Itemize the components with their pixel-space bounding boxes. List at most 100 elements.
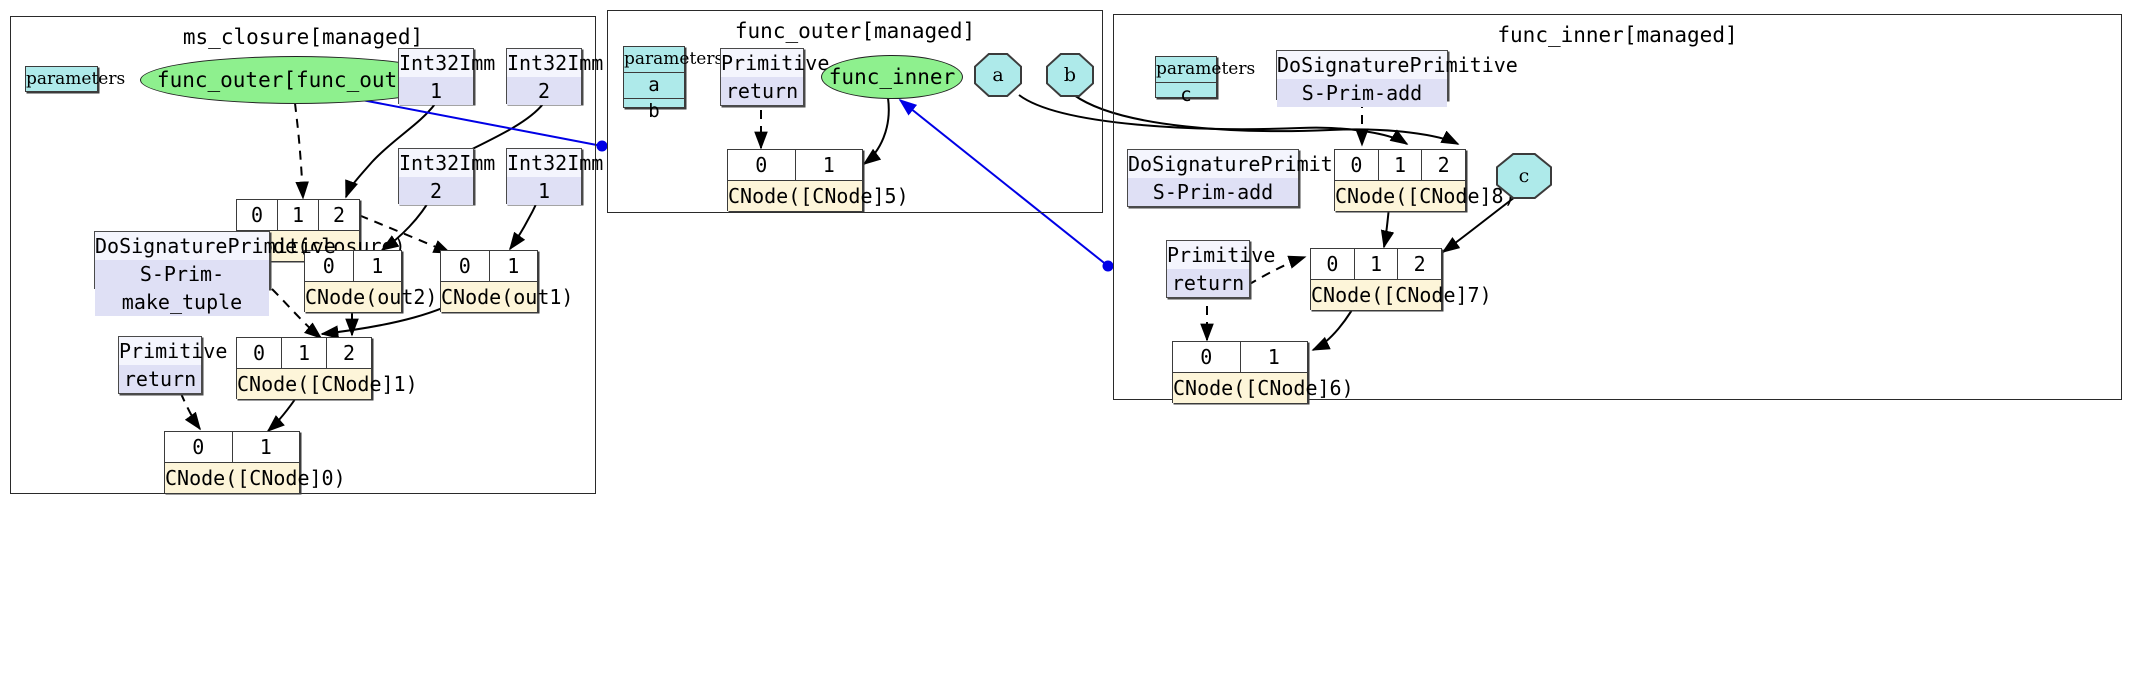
cnode-8-label: CNode([CNode]8)	[1335, 181, 1516, 211]
cnode-out1[interactable]: 0 1 CNode(out1)	[440, 250, 573, 312]
cnode-1-label: CNode([CNode]1)	[237, 369, 418, 399]
int32imm-2-value: 2	[507, 77, 581, 105]
do-signature-primitive-add-top[interactable]: DoSignaturePrimitive S-Prim-add	[1276, 50, 1518, 107]
port-1[interactable]: 1	[282, 338, 327, 368]
cnode-8-ports: 0 1 2	[1335, 150, 1466, 181]
port-2[interactable]: 2	[319, 200, 359, 230]
port-0[interactable]: 0	[237, 338, 282, 368]
cnode-5[interactable]: 0 1 CNode([CNode]5)	[727, 149, 909, 211]
port-2[interactable]: 2	[327, 338, 371, 368]
int32imm-node-1[interactable]: Int32Imm 1	[398, 48, 496, 105]
octagon-b-label: b	[1048, 55, 1092, 95]
parameter-c: c	[1180, 84, 1192, 106]
cnode-0-label: CNode([CNode]0)	[165, 463, 346, 493]
make-tuple-body: S-Prim-make_tuple	[95, 260, 269, 316]
parameters-header: parameters	[26, 69, 126, 89]
int32imm-node-3[interactable]: Int32Imm 2	[398, 148, 496, 205]
do-signature-primitive-add-left[interactable]: DoSignaturePrimitive S-Prim-add	[1127, 149, 1369, 207]
parameters-node-func-outer[interactable]: parameters a b	[623, 46, 723, 122]
primitive-return-body: return	[1167, 269, 1249, 297]
make-tuple-head: DoSignaturePrimitive	[95, 232, 336, 260]
cnode-0-ports: 0 1	[165, 432, 299, 463]
octagon-c-label: c	[1498, 155, 1550, 197]
port-1[interactable]: 1	[232, 432, 299, 462]
func-inner-ellipse-label: func_inner	[828, 65, 956, 89]
parameters-header: parameters	[1156, 57, 1255, 83]
primitive-return-head: Primitive	[721, 49, 830, 77]
port-1[interactable]: 1	[278, 200, 319, 230]
cnode-6-ports: 0 1	[1173, 342, 1307, 373]
octagon-param-c[interactable]: c	[1496, 153, 1552, 199]
primitive-return-body: return	[119, 365, 201, 393]
parameters-header: parameters	[624, 47, 723, 73]
cluster-title-ms-closure: ms_closure[managed]	[182, 25, 424, 49]
port-0[interactable]: 0	[1311, 249, 1355, 279]
cnode-out2-ports: 0 1	[305, 251, 401, 282]
cnode-8[interactable]: 0 1 2 CNode([CNode]8)	[1334, 149, 1516, 211]
octagon-param-a[interactable]: a	[974, 53, 1022, 97]
add-left-head: DoSignaturePrimitive	[1128, 150, 1369, 178]
do-signature-primitive-make-tuple[interactable]: DoSignaturePrimitive S-Prim-make_tuple	[94, 231, 336, 316]
primitive-return-head: Primitive	[119, 337, 228, 365]
port-2[interactable]: 2	[1422, 150, 1466, 180]
primitive-return-func-inner[interactable]: Primitive return	[1166, 240, 1276, 298]
parameters-node-func-inner[interactable]: parameters c	[1155, 56, 1255, 106]
port-2[interactable]: 2	[1398, 249, 1442, 279]
int32imm-3-value: 2	[399, 177, 473, 205]
primitive-return-body: return	[721, 77, 803, 105]
func-outer-ellipse-label: func_outer[func_outer]	[156, 68, 436, 92]
add-top-body: S-Prim-add	[1277, 79, 1447, 107]
cnode-6-label: CNode([CNode]6)	[1173, 373, 1354, 403]
int32imm-1-type: Int32Imm	[399, 49, 496, 77]
cluster-func-inner: func_inner[managed]	[1113, 14, 2122, 400]
cluster-ms-closure: ms_closure[managed]	[10, 16, 596, 494]
port-0[interactable]: 0	[441, 251, 490, 281]
parameter-b: b	[648, 100, 660, 122]
int32imm-4-value: 1	[507, 177, 581, 205]
int32imm-1-value: 1	[399, 77, 473, 105]
parameter-a: a	[624, 73, 684, 99]
port-0[interactable]: 0	[305, 251, 354, 281]
cnode-7[interactable]: 0 1 2 CNode([CNode]7)	[1310, 248, 1492, 310]
cluster-func-outer: func_outer[managed]	[607, 10, 1103, 213]
port-0[interactable]: 0	[237, 200, 278, 230]
int32imm-4-type: Int32Imm	[507, 149, 604, 177]
port-0[interactable]: 0	[1173, 342, 1241, 372]
cnode-7-label: CNode([CNode]7)	[1311, 280, 1492, 310]
primitive-return-func-outer[interactable]: Primitive return	[720, 48, 830, 106]
primitive-return-head: Primitive	[1167, 241, 1276, 269]
cnode-6[interactable]: 0 1 CNode([CNode]6)	[1172, 341, 1354, 403]
cnode-out1-label: CNode(out1)	[441, 282, 573, 312]
int32imm-3-type: Int32Imm	[399, 149, 496, 177]
int32imm-2-type: Int32Imm	[507, 49, 604, 77]
port-1[interactable]: 1	[1378, 150, 1423, 180]
cnode-5-label: CNode([CNode]5)	[728, 181, 909, 211]
port-1[interactable]: 1	[1354, 249, 1399, 279]
cnode-5-ports: 0 1	[728, 150, 862, 181]
cnode-7-ports: 0 1 2	[1311, 249, 1442, 280]
cnode-out2[interactable]: 0 1 CNode(out2)	[304, 250, 437, 312]
port-1[interactable]: 1	[1240, 342, 1307, 372]
int32imm-node-2[interactable]: Int32Imm 2	[506, 48, 604, 105]
port-0[interactable]: 0	[728, 150, 796, 180]
parameters-node-ms-closure[interactable]: parameters	[25, 66, 126, 92]
cnode-1-ports: 0 1 2	[237, 338, 371, 369]
port-0[interactable]: 0	[165, 432, 233, 462]
port-1[interactable]: 1	[489, 251, 537, 281]
primitive-return-ms-closure[interactable]: Primitive return	[118, 336, 228, 394]
int32imm-node-4[interactable]: Int32Imm 1	[506, 148, 604, 205]
octagon-param-b[interactable]: b	[1046, 53, 1094, 97]
cnode-1[interactable]: 0 1 2 CNode([CNode]1)	[236, 337, 418, 399]
func-inner-ellipse[interactable]: func_inner	[821, 55, 963, 99]
port-1[interactable]: 1	[795, 150, 862, 180]
port-1[interactable]: 1	[353, 251, 401, 281]
octagon-a-label: a	[976, 55, 1020, 95]
cluster-title-func-inner: func_inner[managed]	[1497, 23, 1738, 47]
cnode-out1-ports: 0 1	[441, 251, 537, 282]
cnode-closure-ports: 0 1 2	[237, 200, 359, 231]
add-left-body: S-Prim-add	[1128, 178, 1298, 206]
cluster-title-func-outer: func_outer[managed]	[734, 19, 976, 43]
port-0[interactable]: 0	[1335, 150, 1379, 180]
cnode-0[interactable]: 0 1 CNode([CNode]0)	[164, 431, 346, 493]
